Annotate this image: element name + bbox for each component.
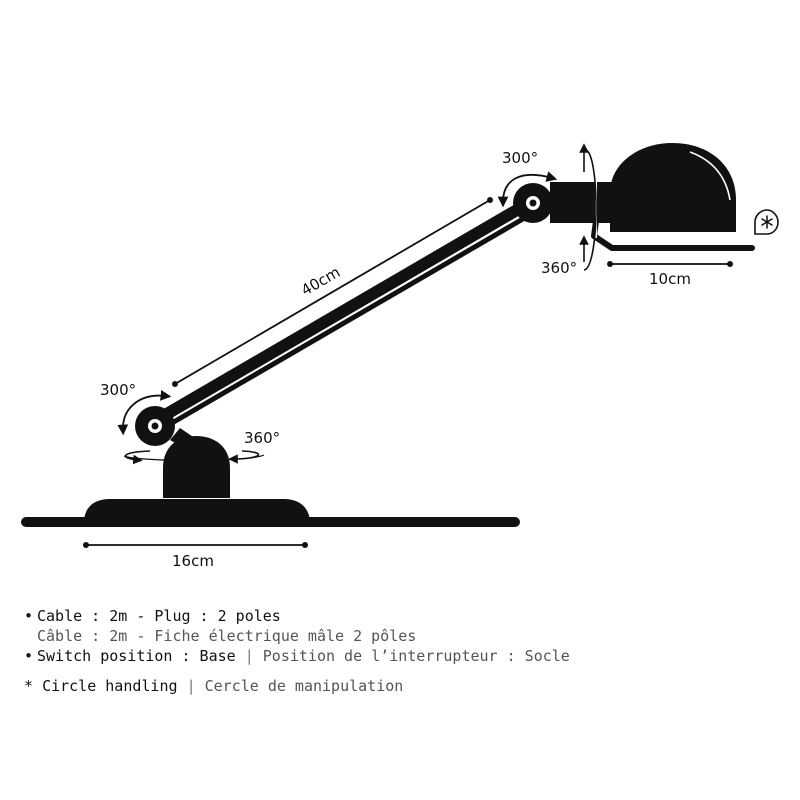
- base-rotation-label: 360°: [244, 429, 280, 447]
- upper-joint-rotation-label: 300°: [502, 149, 538, 167]
- arm-length-dimension: 40cm: [172, 197, 493, 387]
- separator: |: [186, 677, 196, 695]
- cable-note: •Cable : 2m - Plug : 2 poles: [24, 606, 784, 626]
- bullet: •: [24, 647, 34, 665]
- upper-joint-rotation-indicator: 300°: [497, 149, 558, 208]
- shade-rotation-label: 360°: [541, 259, 577, 277]
- shade-width-label: 10cm: [649, 270, 691, 288]
- specification-notes: •Cable : 2m - Plug : 2 poles Câble : 2m …: [24, 606, 784, 696]
- base-diameter-label: 16cm: [172, 552, 214, 570]
- switch-note-fr: Position de l’interrupteur : Socle: [262, 647, 570, 665]
- switch-note: •Switch position : Base | Position de l’…: [24, 646, 784, 666]
- arm-length-label: 40cm: [298, 263, 343, 300]
- shade-width-dimension: 10cm: [607, 261, 733, 288]
- base-diameter-dimension: 16cm: [83, 542, 308, 570]
- circle-note: * Circle handling | Cercle de manipulati…: [24, 676, 784, 696]
- lamp-base: [21, 436, 520, 527]
- circle-note-fr: Cercle de manipulation: [204, 677, 404, 695]
- lower-joint-rotation-label: 300°: [100, 381, 136, 399]
- cable-note-fr-line: Câble : 2m - Fiche électrique mâle 2 pôl…: [24, 626, 784, 646]
- switch-note-en: Switch position : Base: [37, 647, 236, 665]
- asterisk-in-drop-icon: [754, 209, 779, 235]
- cable-note-fr: Câble : 2m - Fiche électrique mâle 2 pôl…: [37, 627, 417, 645]
- circle-note-en: Circle handling: [42, 677, 178, 695]
- lower-joint-rotation-indicator: 300°: [100, 381, 172, 436]
- separator: |: [244, 647, 254, 665]
- lamp-arm: [159, 201, 530, 426]
- bullet: •: [24, 607, 34, 625]
- base-rotation-indicator: 360°: [123, 429, 280, 465]
- asterisk: *: [24, 677, 34, 695]
- upper-joint: [513, 183, 553, 223]
- lamp-shade: [550, 143, 755, 251]
- shade-rotation-indicator: 360°: [541, 143, 597, 277]
- cable-note-en: Cable : 2m - Plug : 2 poles: [37, 607, 281, 625]
